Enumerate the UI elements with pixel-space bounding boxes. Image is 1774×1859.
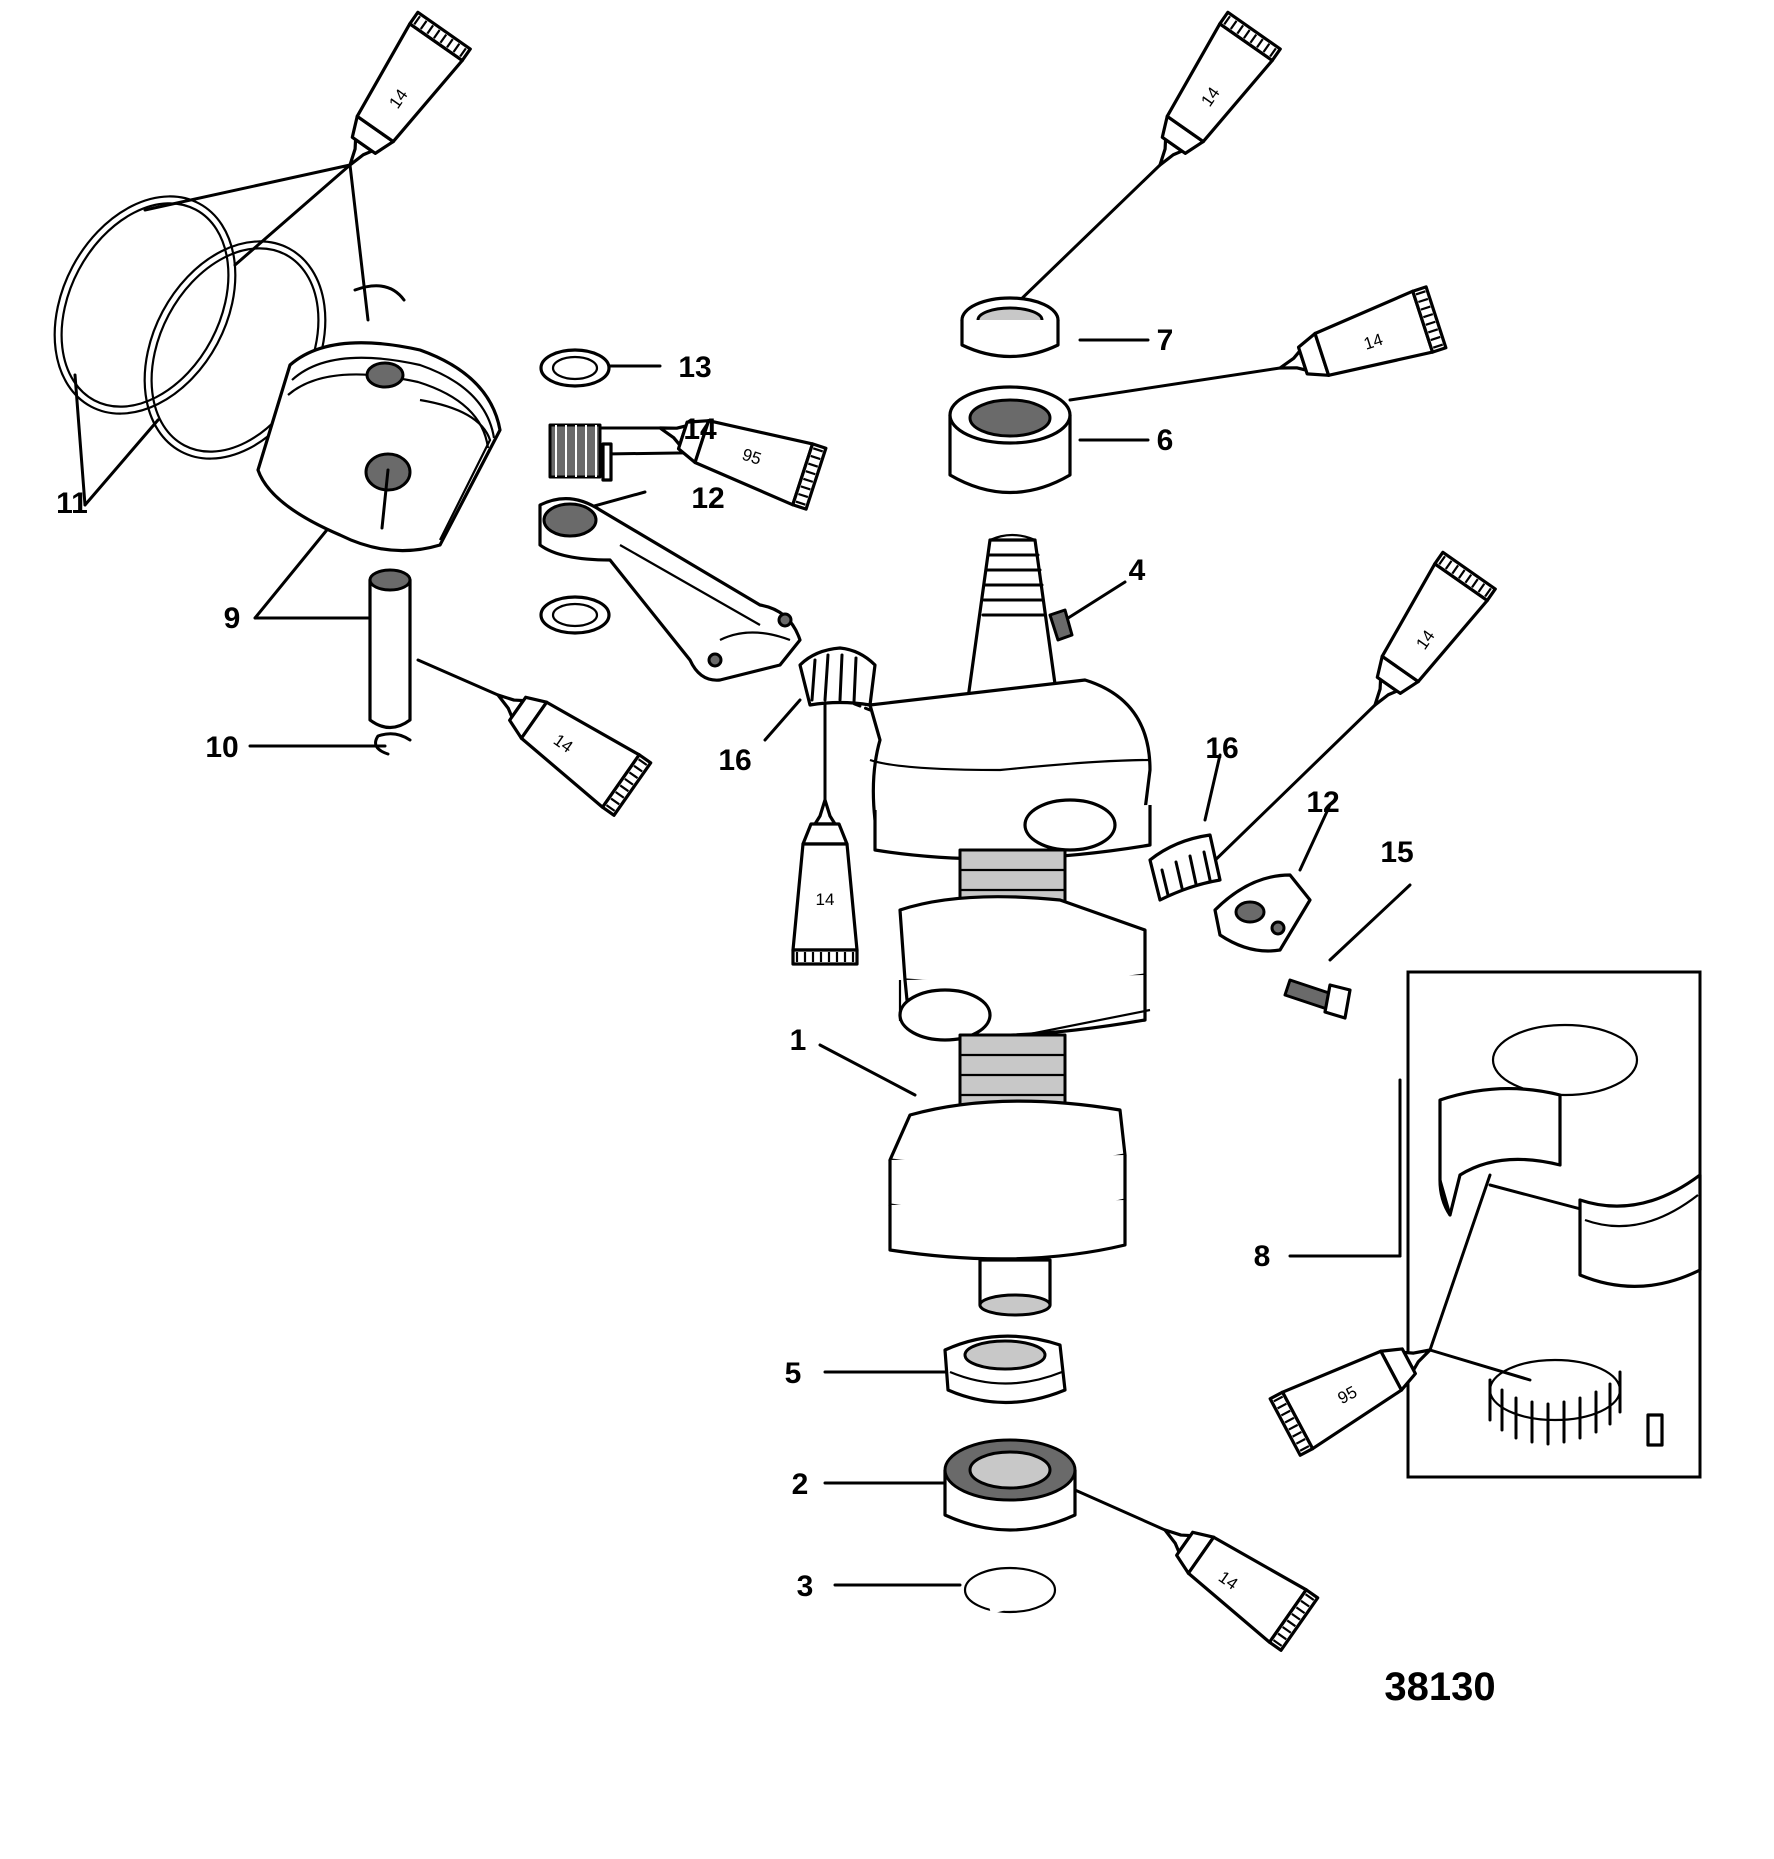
callout-9: 9	[224, 602, 241, 635]
needle-bearing-14	[548, 423, 613, 482]
callout-12: 12	[691, 482, 724, 515]
callout-14: 14	[683, 413, 717, 446]
key-4	[1048, 608, 1074, 642]
tube-label: 14	[1361, 330, 1385, 354]
callout-8: 8	[1254, 1240, 1271, 1273]
ball-bearing-2	[943, 1438, 1077, 1532]
callout-numbers: 1 2 3 4 5 6 7 8 9 10 11 12 12 13 14 15 1…	[56, 324, 1414, 1603]
figure-number: 38130	[1384, 1665, 1495, 1709]
needle-roller-set	[1488, 1358, 1664, 1447]
tube-label: 14	[816, 890, 835, 909]
callout-3: 3	[797, 1570, 814, 1603]
bearing-cage-16-left	[798, 646, 877, 707]
seal-5	[943, 1334, 1067, 1405]
callout-16-right: 16	[1205, 732, 1238, 765]
callout-15: 15	[1380, 836, 1413, 869]
seal-7	[960, 296, 1060, 359]
callout-2: 2	[792, 1468, 809, 1501]
bearing-cage-16-right	[1148, 833, 1222, 902]
tube-14-vertical	[791, 798, 859, 966]
connecting-rod	[538, 496, 802, 682]
tube-95-kit	[1268, 1320, 1447, 1457]
callout-1: 1	[790, 1024, 807, 1057]
piston	[256, 341, 502, 553]
washer-13	[539, 348, 611, 388]
callout-4: 4	[1129, 554, 1146, 587]
crankshaft	[868, 533, 1152, 1317]
lock-ring-10	[374, 732, 412, 756]
callout-11: 11	[56, 487, 88, 520]
tube-14-bearing-6	[1268, 285, 1448, 401]
callout-6: 6	[1157, 424, 1174, 457]
callout-16: 16	[718, 744, 751, 777]
washer-lower	[539, 595, 611, 635]
callout-7: 7	[1157, 324, 1174, 357]
callout-13: 13	[678, 351, 711, 384]
tube-label: 95	[740, 445, 764, 469]
callout-10: 10	[205, 731, 238, 764]
callout-12-right: 12	[1306, 786, 1339, 819]
callout-5: 5	[785, 1357, 802, 1390]
roller-bearing-6	[948, 385, 1072, 495]
piston-pin	[368, 568, 412, 730]
rod-cap-12	[1213, 873, 1312, 953]
bolt-15	[1283, 978, 1352, 1020]
snap-ring-3	[963, 1566, 1057, 1614]
bearing-kit-box-8	[1406, 970, 1702, 1479]
